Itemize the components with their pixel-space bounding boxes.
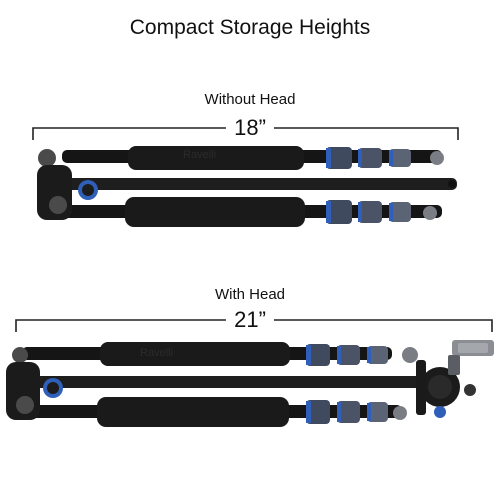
svg-text:Ravelli: Ravelli	[183, 149, 216, 161]
with-head-label: With Head	[214, 286, 286, 303]
measurement-21-inch: 21”	[0, 307, 500, 333]
measurement-18-inch: 18”	[0, 115, 500, 141]
page-title: Compact Storage Heights	[129, 16, 371, 39]
without-head-label: Without Head	[204, 91, 296, 108]
svg-text:Ravelli: Ravelli	[140, 347, 173, 359]
